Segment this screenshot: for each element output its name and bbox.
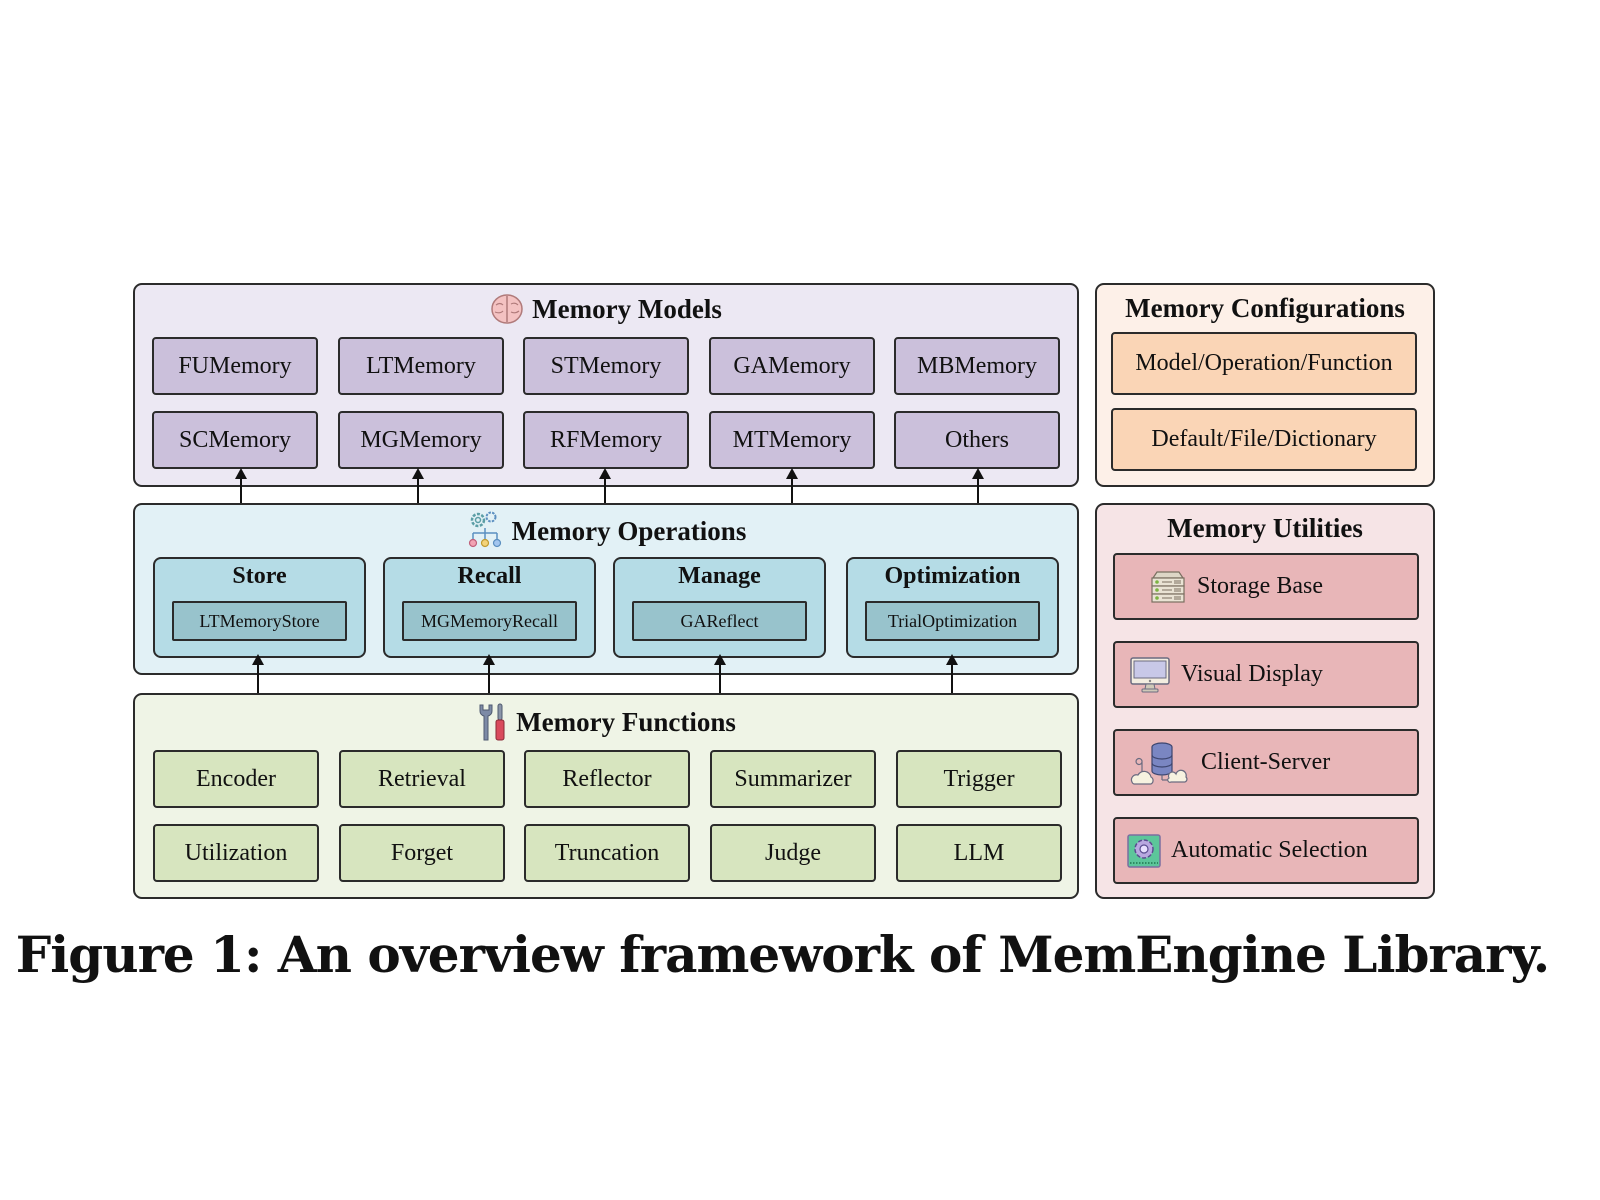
arrow-funcs-to-ops	[714, 654, 726, 693]
operation-recall-title: Recall	[457, 563, 522, 589]
monitor-icon	[1130, 656, 1170, 692]
memory-operations-header: Memory Operations	[135, 511, 1077, 551]
utility-visual-display: Visual Display	[1113, 641, 1419, 708]
utility-visual-display-label: Visual Display	[1181, 661, 1323, 687]
memory-models-title: Memory Models	[532, 293, 722, 324]
memory-configurations-title: Memory Configurations	[1125, 293, 1405, 323]
utility-client-server: Client-Server	[1113, 729, 1419, 796]
model-scmemory: SCMemory	[152, 411, 318, 469]
memory-utilities-panel: Memory Utilities Storage Base Visual Dis…	[1095, 503, 1435, 899]
model-fumemory: FUMemory	[152, 337, 318, 395]
arrow-ops-to-models	[972, 468, 984, 503]
model-mgmemory: MGMemory	[338, 411, 504, 469]
memory-models-panel: Memory Models FUMemory LTMemory STMemory…	[133, 283, 1079, 487]
arrow-ops-to-models	[786, 468, 798, 503]
figure-caption: Figure 1: An overview framework of MemEn…	[15, 925, 1550, 984]
model-others: Others	[894, 411, 1060, 469]
function-truncation: Truncation	[524, 824, 690, 882]
utility-storage-base: Storage Base	[1113, 553, 1419, 620]
operation-optimization: Optimization TrialOptimization	[846, 557, 1059, 658]
memory-functions-title: Memory Functions	[516, 706, 736, 737]
arrow-funcs-to-ops	[946, 654, 958, 693]
memory-operations-panel: Memory Operations Store LTMemoryStore Re…	[133, 503, 1079, 675]
model-stmemory: STMemory	[523, 337, 689, 395]
utility-client-server-label: Client-Server	[1201, 749, 1331, 775]
model-mbmemory: MBMemory	[894, 337, 1060, 395]
function-summarizer: Summarizer	[710, 750, 876, 808]
model-mtmemory: MTMemory	[709, 411, 875, 469]
operation-optimization-impl: TrialOptimization	[865, 601, 1040, 641]
function-forget: Forget	[339, 824, 505, 882]
function-utilization: Utilization	[153, 824, 319, 882]
gear-chip-icon	[1127, 833, 1161, 868]
model-gamemory: GAMemory	[709, 337, 875, 395]
memory-functions-header: Memory Functions	[135, 701, 1077, 743]
gears-hierarchy-icon	[468, 511, 501, 548]
memory-functions-panel: Memory Functions Encoder Retrieval Refle…	[133, 693, 1079, 899]
model-rfmemory: RFMemory	[523, 411, 689, 469]
arrow-ops-to-models	[235, 468, 247, 503]
utility-automatic-selection-label: Automatic Selection	[1171, 837, 1368, 863]
config-default-file-dictionary: Default/File/Dictionary	[1111, 408, 1417, 471]
operation-store: Store LTMemoryStore	[153, 557, 366, 658]
brain-icon	[491, 294, 523, 324]
function-reflector: Reflector	[524, 750, 690, 808]
tools-icon	[479, 703, 505, 741]
operation-manage: Manage GAReflect	[613, 557, 826, 658]
arrow-ops-to-models	[599, 468, 611, 503]
function-llm: LLM	[896, 824, 1062, 882]
memory-models-header: Memory Models	[135, 293, 1077, 325]
config-model-operation-function: Model/Operation/Function	[1111, 332, 1417, 395]
operation-manage-impl: GAReflect	[632, 601, 807, 641]
arrow-funcs-to-ops	[483, 654, 495, 693]
operation-store-title: Store	[232, 563, 287, 589]
operation-recall: Recall MGMemoryRecall	[383, 557, 596, 658]
memory-operations-title: Memory Operations	[511, 515, 747, 546]
function-encoder: Encoder	[153, 750, 319, 808]
operation-store-impl: LTMemoryStore	[172, 601, 347, 641]
operation-manage-title: Manage	[678, 563, 761, 589]
utility-storage-base-label: Storage Base	[1197, 573, 1323, 599]
utility-automatic-selection: Automatic Selection	[1113, 817, 1419, 884]
operation-optimization-title: Optimization	[884, 563, 1021, 589]
function-retrieval: Retrieval	[339, 750, 505, 808]
arrow-funcs-to-ops	[252, 654, 264, 693]
function-trigger: Trigger	[896, 750, 1062, 808]
model-ltmemory: LTMemory	[338, 337, 504, 395]
server-rack-icon	[1151, 570, 1185, 603]
memory-configurations-panel: Memory Configurations Model/Operation/Fu…	[1095, 283, 1435, 487]
function-judge: Judge	[710, 824, 876, 882]
arrow-ops-to-models	[412, 468, 424, 503]
memory-utilities-title: Memory Utilities	[1167, 513, 1363, 543]
cloud-database-icon	[1130, 741, 1188, 785]
operation-recall-impl: MGMemoryRecall	[402, 601, 577, 641]
